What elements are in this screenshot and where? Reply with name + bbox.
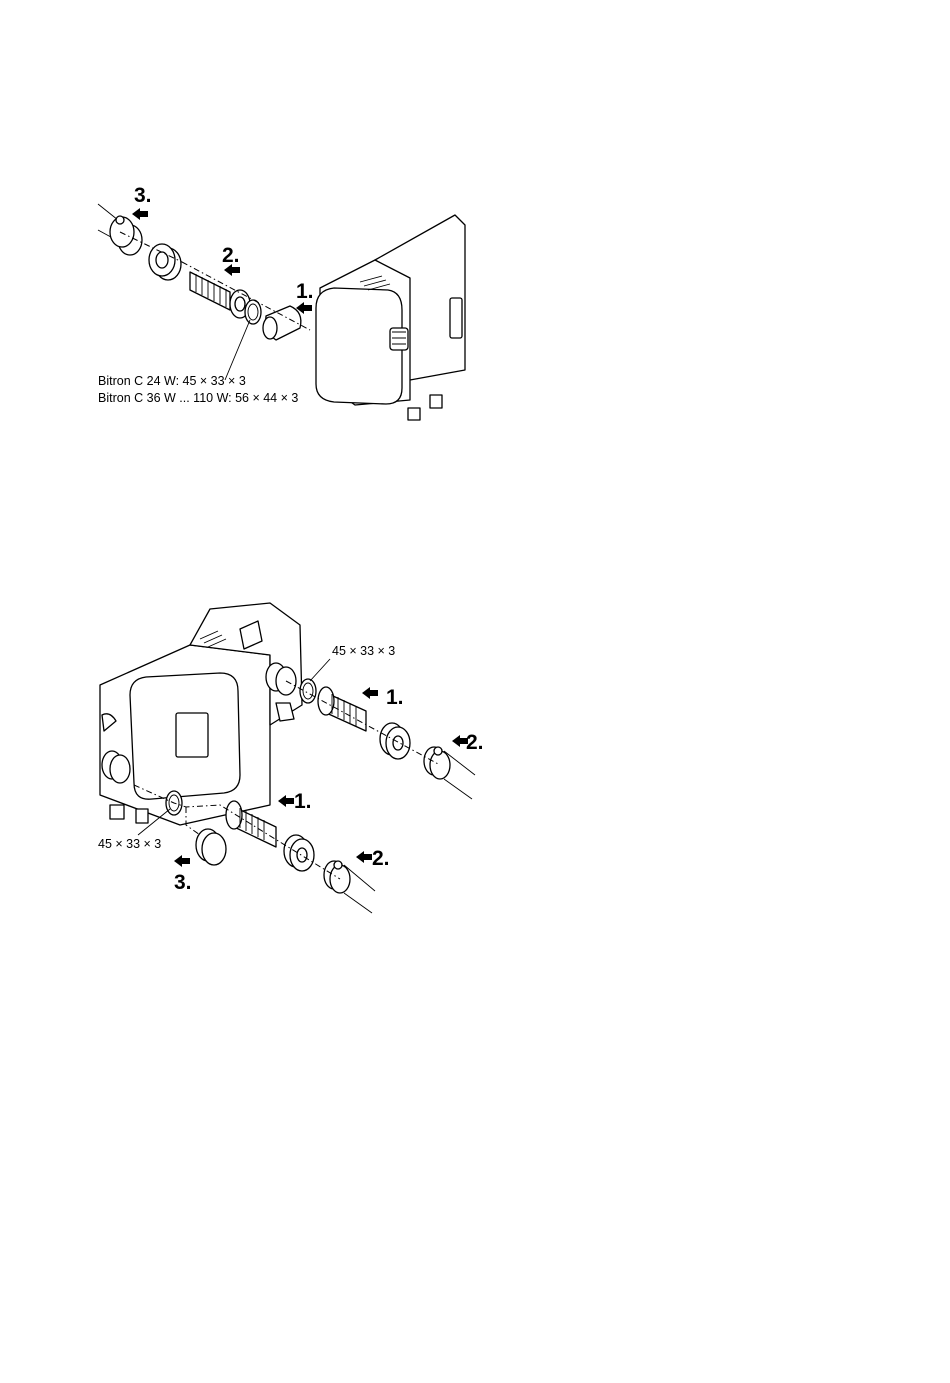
step-1-marker-1: 1. bbox=[296, 280, 314, 314]
upper-step-2-marker: 2. bbox=[452, 731, 484, 754]
lower-step-2-arrow-icon bbox=[356, 851, 372, 863]
protective-cap-1 bbox=[263, 306, 301, 340]
lower-ring-size-label: 45 × 33 × 3 bbox=[98, 837, 161, 851]
union-nut-1 bbox=[149, 244, 181, 280]
assembly-drawing-1: 3. 2. 1. Bitron C 24 W: 45 × 33 × 3 Bitr… bbox=[90, 180, 480, 420]
lower-step-3-arrow-icon bbox=[174, 855, 190, 867]
upper-hose-with-clamp bbox=[424, 747, 475, 799]
lower-step-3-marker: 3. bbox=[174, 855, 192, 894]
assembly-figure-1: 3. 2. 1. Bitron C 24 W: 45 × 33 × 3 Bitr… bbox=[90, 180, 480, 420]
upper-step-2-label: 2. bbox=[466, 731, 484, 754]
lower-step-3-label: 3. bbox=[174, 871, 192, 894]
assembly-axis-1 bbox=[120, 232, 310, 330]
lower-hose-with-clamp bbox=[324, 861, 375, 913]
step-3-arrow-icon bbox=[132, 208, 148, 220]
lower-protective-cap bbox=[196, 829, 226, 865]
assembly-figure-2: 45 × 33 × 3 45 × 33 × 3 1. 2. 1. 2. 3. bbox=[90, 595, 500, 925]
uvc-device-housing-2 bbox=[100, 603, 302, 825]
step-2-marker-1: 2. bbox=[222, 244, 240, 276]
step-2-label: 2. bbox=[222, 244, 240, 267]
upper-step-1-marker: 1. bbox=[362, 686, 404, 709]
step-3-label: 3. bbox=[134, 184, 152, 207]
uvc-device-housing-1 bbox=[316, 215, 465, 420]
ring-size-label-36-110w: Bitron C 36 W ... 110 W: 56 × 44 × 3 bbox=[98, 391, 298, 405]
upper-ring-leader-line bbox=[310, 659, 330, 681]
upper-ring-size-label: 45 × 33 × 3 bbox=[332, 644, 395, 658]
o-ring-leader-line-1 bbox=[225, 320, 250, 380]
lower-step-2-marker: 2. bbox=[356, 847, 390, 870]
lower-step-1-arrow-icon bbox=[278, 795, 294, 807]
upper-step-1-label: 1. bbox=[386, 686, 404, 709]
lower-step-1-label: 1. bbox=[294, 790, 312, 813]
upper-o-ring bbox=[300, 679, 316, 703]
o-ring-1 bbox=[245, 300, 261, 324]
lower-step-2-label: 2. bbox=[372, 847, 390, 870]
upper-step-1-arrow-icon bbox=[362, 687, 378, 699]
hose-adapter-1 bbox=[190, 272, 250, 318]
assembly-drawing-2: 45 × 33 × 3 45 × 33 × 3 1. 2. 1. 2. 3. bbox=[90, 595, 500, 925]
lower-step-1-marker: 1. bbox=[278, 790, 312, 813]
step-1-label: 1. bbox=[296, 280, 314, 303]
upper-hose-adapter bbox=[318, 687, 366, 731]
ring-size-label-24w: Bitron C 24 W: 45 × 33 × 3 bbox=[98, 374, 246, 388]
lower-union-nut bbox=[284, 835, 314, 871]
step-3-marker-1: 3. bbox=[132, 184, 152, 220]
